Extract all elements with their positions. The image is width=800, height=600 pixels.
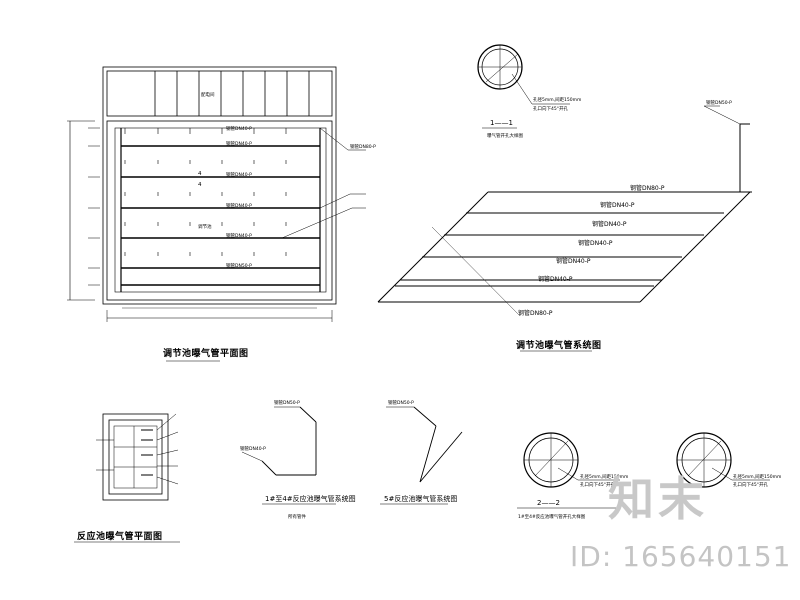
- system-riser-label: 钢管DN50-P: [706, 99, 732, 106]
- plan-pipe-label-5: 钢管DN40-P: [226, 232, 252, 239]
- section1-label-1: 孔径5mm,间距150mm: [533, 96, 581, 103]
- section-1-1: [477, 44, 570, 129]
- reactor-title: 反应池曝气管平面图: [77, 530, 163, 542]
- section3-label-2: 孔口向下45°开孔: [733, 481, 768, 488]
- section2-sub: 1#至4#反应池曝气管开孔大样图: [518, 513, 586, 520]
- watermark-logo: 知末: [608, 472, 708, 526]
- system-pipe-label-2: 钢管DN40-P: [592, 220, 627, 228]
- section2-label-1: 孔径5mm,间距150mm: [580, 473, 628, 480]
- tank-label: 调节池: [198, 223, 212, 230]
- system-pipe-label-top: 钢管DN80-P: [630, 184, 665, 192]
- plan-pipe-label-3: 钢管DN40-P: [226, 171, 252, 178]
- section1-label-2: 孔口向下45°开孔: [533, 105, 568, 112]
- detail1-title: 1#至4#反应池曝气管系统图: [265, 494, 356, 503]
- section-2-2: [517, 432, 620, 509]
- plan-mark-2: 4: [198, 182, 202, 188]
- watermark-id: ID: 165640151: [570, 540, 792, 573]
- detail-system-2: [380, 406, 463, 505]
- plan-pipe-label-1: 钢管DN40-P: [226, 125, 252, 132]
- section1-sub: 曝气管开孔大样图: [487, 132, 523, 139]
- detail1-top-label: 钢管DN50-P: [274, 399, 300, 406]
- plan-leader-label-1: 钢管DN80-P: [350, 143, 376, 150]
- system-pipe-label-1: 钢管DN40-P: [600, 201, 635, 209]
- system-pipe-label-3: 钢管DN40-P: [578, 239, 613, 247]
- plan-mark: 4: [198, 171, 202, 177]
- section1-title: 1——1: [490, 119, 513, 127]
- reactor-plan-view: [74, 413, 180, 543]
- plan-title: 调节池曝气管平面图: [163, 347, 249, 359]
- room-label: 配电间: [201, 91, 215, 98]
- detail-system-1: [241, 406, 336, 505]
- aeration-plan-view: [67, 66, 366, 362]
- plan-pipe-label-6: 钢管DN50-P: [226, 262, 252, 269]
- system-title: 调节池曝气管系统图: [516, 339, 602, 351]
- system-pipe-label-4: 钢管DN40-P: [556, 257, 591, 265]
- aeration-system-view: [377, 105, 752, 352]
- system-pipe-label-bottom: 钢管DN80-P: [518, 309, 553, 317]
- plan-pipe-label-2: 钢管DN40-P: [226, 140, 252, 147]
- section3-label-1: 孔径5mm,间距150mm: [733, 473, 781, 480]
- section-3: [676, 432, 770, 488]
- detail2-top-label: 钢管DN50-P: [388, 399, 414, 406]
- detail2-title: 5#反应池曝气管系统图: [384, 494, 457, 503]
- system-pipe-label-5: 钢管DN40-P: [538, 275, 573, 283]
- section2-label-2: 孔口向下45°开孔: [580, 481, 615, 488]
- detail1-sub: 所有管件: [288, 513, 306, 520]
- detail1-left-label: 钢管DN40-P: [240, 445, 266, 452]
- section2-title: 2——2: [537, 499, 560, 507]
- plan-pipe-label-4: 钢管DN40-P: [226, 202, 252, 209]
